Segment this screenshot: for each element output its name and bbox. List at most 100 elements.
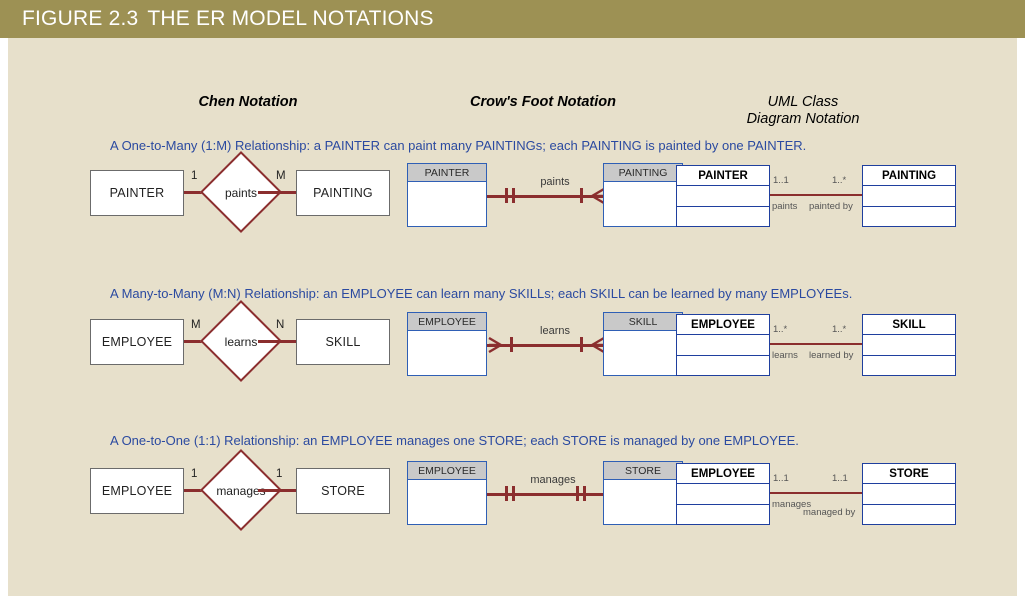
uml-class-right-1: PAINTING [862,165,956,227]
crowsfoot-left-bar-a-1 [505,188,508,203]
chen-cardinality-left-1: 1 [191,170,198,182]
chen-connector-right-3 [258,489,298,492]
figure-title-text: THE ER MODEL NOTATIONS [147,7,434,30]
crowsfoot-left-bar-b-1 [512,188,515,203]
chen-cardinality-right-3: 1 [276,468,283,480]
row-caption-2-rest: : an EMPLOYEE can learn many SKILLs; eac… [315,286,853,301]
uml-class-right-3-methods [863,505,955,524]
uml-class-left-2-name: EMPLOYEE [677,315,769,335]
uml-multiplicity-right-1: 1..* [832,175,847,186]
uml-multiplicity-left-2: 1..* [773,324,788,335]
crowsfoot-right-bar-a-3 [576,486,579,501]
crowsfoot-verb-3: manages [530,474,576,486]
column-heading-crows-foot: Crow's Foot Notation [469,94,616,110]
crowsfoot-entity-left-3-title: EMPLOYEE [408,462,486,480]
uml-class-left-3-methods [677,505,769,524]
uml-role-right-1: painted by [809,201,853,212]
uml-class-left-1-attributes [677,186,769,207]
crowsfoot-right-bar-b-3 [583,486,586,501]
row-caption-3-lead: A One-to-One (1:1) Relationship [110,433,296,448]
uml-association-1 [770,194,862,196]
row-caption-3: A One-to-One (1:1) Relationship: an EMPL… [110,433,799,448]
figure-header-bar: FIGURE 2.3 THE ER MODEL NOTATIONS [0,0,1025,38]
chen-entity-right-3: STORE [296,468,390,514]
chen-entity-left-1: PAINTER [90,170,184,216]
uml-role-left-3: manages [772,499,812,510]
chen-connector-right-1 [258,191,298,194]
crowsfoot-verb-1: paints [540,176,570,188]
crowsfoot-many-symbol-right-1 [591,188,605,204]
crowsfoot-right-bar-1 [580,188,583,203]
uml-class-left-2-methods [677,356,769,375]
uml-class-left-1: PAINTER [676,165,770,227]
uml-class-right-2-methods [863,356,955,375]
crowsfoot-connector-2 [487,344,603,347]
figure-content-panel: Chen Notation Crow's Foot Notation UML C… [8,38,1017,596]
row-caption-3-rest: : an EMPLOYEE manages one STORE; each ST… [295,433,799,448]
uml-class-right-2: SKILL [862,314,956,376]
uml-class-left-3-name: EMPLOYEE [677,464,769,484]
crowsfoot-left-bar-b-3 [512,486,515,501]
uml-class-left-1-name: PAINTER [677,166,769,186]
uml-association-2 [770,343,862,345]
chen-entity-left-3: EMPLOYEE [90,468,184,514]
uml-class-left-3-attributes [677,484,769,505]
chen-entity-right-2: SKILL [296,319,390,365]
column-heading-chen: Chen Notation [198,94,298,110]
crowsfoot-left-bar-2 [510,337,513,352]
chen-cardinality-right-1: M [276,170,286,182]
row-caption-1-lead: A One-to-Many (1:M) Relationship [110,138,307,153]
figure-number: FIGURE 2.3 [22,7,139,30]
crowsfoot-entity-left-1: PAINTER [407,163,487,227]
crowsfoot-connector-3 [487,493,607,496]
uml-role-left-1: paints [772,201,798,212]
uml-class-right-3: STORE [862,463,956,525]
uml-class-right-1-attributes [863,186,955,207]
uml-class-left-2: EMPLOYEE [676,314,770,376]
chen-relationship-label-1: paints [224,186,258,200]
crowsfoot-connector-1 [487,195,603,198]
uml-association-3 [770,492,862,494]
chen-cardinality-left-2: M [191,319,201,331]
column-heading-uml-line2: Diagram Notation [746,111,860,127]
column-heading-uml-line1: UML Class [767,94,839,110]
uml-multiplicity-right-3: 1..1 [832,473,848,484]
crowsfoot-many-symbol-right-2 [591,337,605,353]
row-caption-2: A Many-to-Many (M:N) Relationship: an EM… [110,286,852,301]
uml-class-right-2-attributes [863,335,955,356]
crowsfoot-entity-right-1-title: PAINTING [604,164,682,182]
chen-relationship-label-2: learns [224,335,258,349]
uml-multiplicity-left-1: 1..1 [773,175,789,186]
crowsfoot-entity-right-1: PAINTING [603,163,683,227]
uml-class-right-1-name: PAINTING [863,166,955,186]
uml-class-right-3-name: STORE [863,464,955,484]
uml-multiplicity-right-2: 1..* [832,324,847,335]
crowsfoot-verb-2: learns [540,325,570,337]
uml-class-right-3-attributes [863,484,955,505]
chen-entity-right-1: PAINTING [296,170,390,216]
chen-cardinality-right-2: N [276,319,285,331]
chen-cardinality-left-3: 1 [191,468,198,480]
crowsfoot-entity-left-3: EMPLOYEE [407,461,487,525]
chen-connector-right-2 [258,340,298,343]
row-caption-1-rest: : a PAINTER can paint many PAINTINGs; ea… [306,138,807,153]
crowsfoot-entity-right-2: SKILL [603,312,683,376]
uml-class-left-2-attributes [677,335,769,356]
crowsfoot-left-bar-a-3 [505,486,508,501]
uml-role-right-3: managed by [803,507,856,518]
crowsfoot-entity-right-3-title: STORE [604,462,682,480]
crowsfoot-entity-right-2-title: SKILL [604,313,682,331]
row-caption-2-lead: A Many-to-Many (M:N) Relationship [110,286,316,301]
chen-entity-left-2: EMPLOYEE [90,319,184,365]
crowsfoot-entity-right-3: STORE [603,461,683,525]
uml-class-right-2-name: SKILL [863,315,955,335]
uml-role-right-2: learned by [809,350,854,361]
uml-multiplicity-left-3: 1..1 [773,473,789,484]
uml-class-right-1-methods [863,207,955,226]
uml-class-left-1-methods [677,207,769,226]
figure-title: FIGURE 2.3 THE ER MODEL NOTATIONS [22,7,434,31]
chen-relationship-label-3: manages [216,484,266,498]
crowsfoot-entity-left-1-title: PAINTER [408,164,486,182]
crowsfoot-many-symbol-left-2 [488,337,502,353]
